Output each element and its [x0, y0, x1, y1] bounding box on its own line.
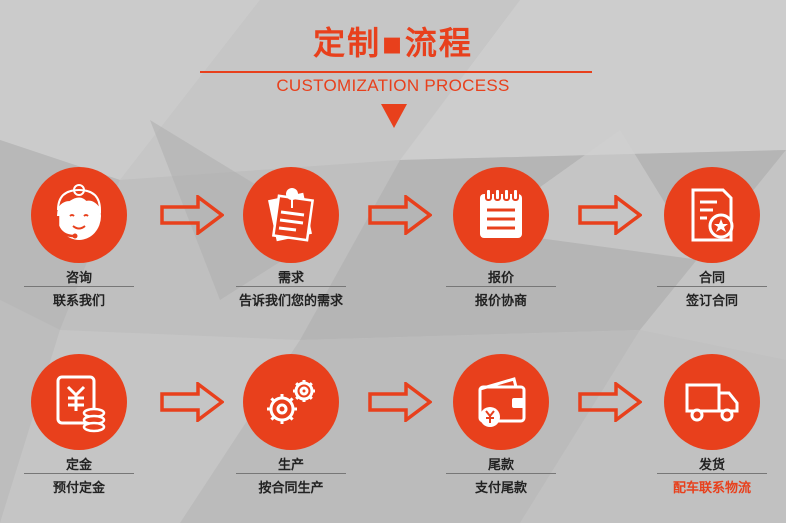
step-sublabel: 配车联系物流: [672, 481, 751, 496]
divider: [24, 473, 134, 474]
arrow-right-icon: [160, 382, 224, 422]
page-title: 定制▪流程: [313, 24, 473, 62]
deposit-icon: [31, 354, 127, 450]
truck-icon: [664, 354, 760, 450]
arrow-right-icon: [578, 195, 642, 235]
notepad-icon: [453, 167, 549, 263]
step-label: 报价: [487, 271, 514, 286]
divider: [657, 286, 767, 287]
arrow-right-icon: [578, 382, 642, 422]
step-sublabel: 告诉我们您的需求: [238, 294, 343, 309]
step-label: 合同: [698, 271, 725, 286]
divider: [446, 473, 556, 474]
step-label: 生产: [277, 458, 304, 473]
arrow-right-icon: [160, 195, 224, 235]
header: 定制▪流程 CUSTOMIZATION PROCESS: [0, 0, 786, 140]
title-underline: [200, 71, 592, 73]
step-sublabel: 签订合同: [685, 294, 738, 309]
customer-service-icon: [31, 167, 127, 263]
divider: [236, 473, 346, 474]
divider: [657, 473, 767, 474]
page-subtitle: CUSTOMIZATION PROCESS: [276, 76, 510, 95]
step-label: 发货: [698, 458, 725, 473]
arrow-right-icon: [368, 382, 432, 422]
arrow-right-icon: [368, 195, 432, 235]
divider: [24, 286, 134, 287]
step-label: 定金: [65, 458, 92, 473]
step-sublabel: 支付尾款: [474, 481, 527, 496]
step-sublabel: 按合同生产: [258, 481, 324, 496]
step-label: 咨询: [65, 271, 92, 286]
memo-pin-icon: [243, 167, 339, 263]
step-label: 需求: [277, 271, 304, 286]
step-sublabel: 报价协商: [474, 294, 527, 309]
step-label: 尾款: [487, 458, 514, 473]
down-triangle-icon: [381, 104, 407, 128]
gears-icon: [243, 354, 339, 450]
wallet-icon: [453, 354, 549, 450]
step-sublabel: 联系我们: [52, 294, 105, 309]
divider: [446, 286, 556, 287]
contract-icon: [664, 167, 760, 263]
step-sublabel: 预付定金: [52, 481, 105, 496]
divider: [236, 286, 346, 287]
